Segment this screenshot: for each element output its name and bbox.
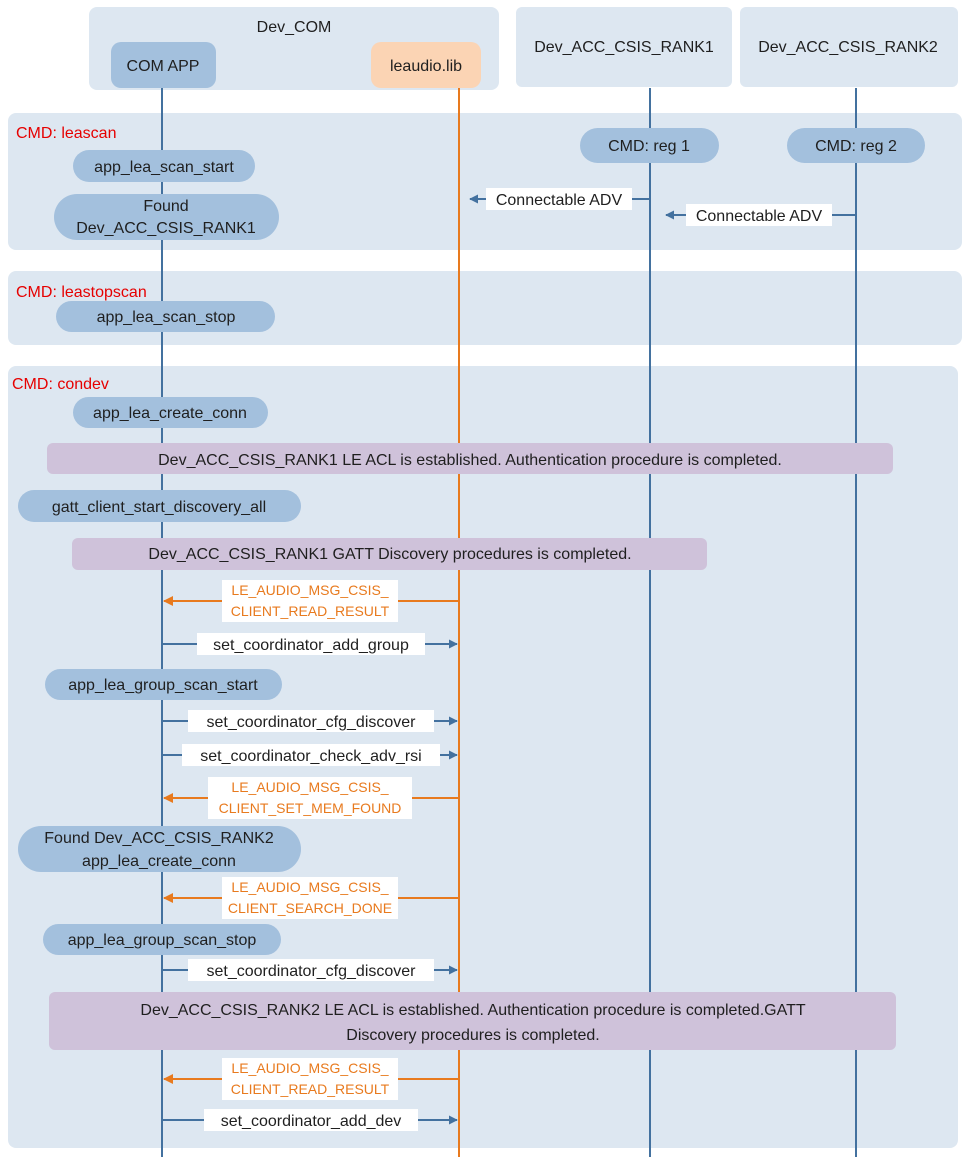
read-result-2-line2: CLIENT_READ_RESULT xyxy=(231,1081,390,1097)
mem-found-line1: LE_AUDIO_MSG_CSIS_ xyxy=(231,779,388,795)
search-done-line2: CLIENT_SEARCH_DONE xyxy=(228,900,392,916)
read-result-1-line1: LE_AUDIO_MSG_CSIS_ xyxy=(231,582,388,598)
rank2-note xyxy=(49,992,896,1050)
scan-start-pill xyxy=(73,150,255,182)
group-scan-stop-label: app_lea_group_scan_stop xyxy=(68,932,257,949)
search-done-line1: LE_AUDIO_MSG_CSIS_ xyxy=(231,879,388,895)
mem-found-line2: CLIENT_SET_MEM_FOUND xyxy=(219,800,402,816)
discovery-all-pill xyxy=(18,490,301,522)
section-leascan-label: CMD: leascan xyxy=(16,125,116,142)
found-rank2-pill xyxy=(18,826,301,872)
create-conn-label: app_lea_create_conn xyxy=(93,405,247,422)
gatt-rank1-note-text: Dev_ACC_CSIS_RANK1 GATT Discovery proced… xyxy=(148,546,631,563)
cfg-discover-1-label: set_coordinator_cfg_discover xyxy=(206,714,416,731)
acl-rank1-note xyxy=(47,443,893,474)
com-app-label: COM APP xyxy=(127,58,200,75)
leaudio-lib-box xyxy=(371,42,481,88)
rank1-title: Dev_ACC_CSIS_RANK1 xyxy=(534,39,714,56)
found-rank1-line2: Dev_ACC_CSIS_RANK1 xyxy=(76,220,256,237)
group-scan-stop-pill xyxy=(43,924,281,955)
add-dev-label: set_coordinator_add_dev xyxy=(221,1113,402,1130)
adv1-label: Connectable ADV xyxy=(496,192,623,209)
leaudio-lib-label: leaudio.lib xyxy=(390,58,462,75)
dev-com-title: Dev_COM xyxy=(257,19,332,36)
create-conn-pill xyxy=(73,397,268,428)
scan-stop-pill xyxy=(56,301,275,332)
rank2-note-line1: Dev_ACC_CSIS_RANK2 LE ACL is established… xyxy=(140,1002,805,1019)
rank2-header-box xyxy=(740,7,958,87)
cfg-discover-2-label: set_coordinator_cfg_discover xyxy=(206,963,416,980)
scan-start-label: app_lea_scan_start xyxy=(94,159,234,176)
reg1-pill xyxy=(580,128,719,163)
found-rank1-line1: Found xyxy=(143,198,188,215)
rank1-header-box xyxy=(516,7,732,87)
gatt-rank1-note xyxy=(72,538,707,570)
add-group-label: set_coordinator_add_group xyxy=(213,637,409,654)
found-rank2-line1: Found Dev_ACC_CSIS_RANK2 xyxy=(44,830,274,847)
group-scan-start-pill xyxy=(45,669,282,700)
discovery-all-label: gatt_client_start_discovery_all xyxy=(52,499,266,516)
group-scan-start-label: app_lea_group_scan_start xyxy=(68,677,258,694)
found-rank2-line2: app_lea_create_conn xyxy=(82,853,236,870)
rank2-note-line2: Discovery procedures is completed. xyxy=(346,1027,599,1044)
reg2-pill-label: CMD: reg 2 xyxy=(815,138,897,155)
reg1-pill-label: CMD: reg 1 xyxy=(608,138,690,155)
rank2-title: Dev_ACC_CSIS_RANK2 xyxy=(758,39,938,56)
read-result-2-line1: LE_AUDIO_MSG_CSIS_ xyxy=(231,1060,388,1076)
found-rank1-pill xyxy=(54,194,279,240)
reg2-pill xyxy=(787,128,925,163)
adv2-label: Connectable ADV xyxy=(696,208,823,225)
check-adv-rsi-label: set_coordinator_check_adv_rsi xyxy=(200,748,421,765)
acl-rank1-note-text: Dev_ACC_CSIS_RANK1 LE ACL is established… xyxy=(158,452,782,469)
read-result-1-line2: CLIENT_READ_RESULT xyxy=(231,603,390,619)
section-leastopscan-label: CMD: leastopscan xyxy=(16,284,147,301)
com-app-box xyxy=(111,42,216,88)
scan-stop-label: app_lea_scan_stop xyxy=(97,309,236,326)
section-condev-label: CMD: condev xyxy=(12,376,109,393)
